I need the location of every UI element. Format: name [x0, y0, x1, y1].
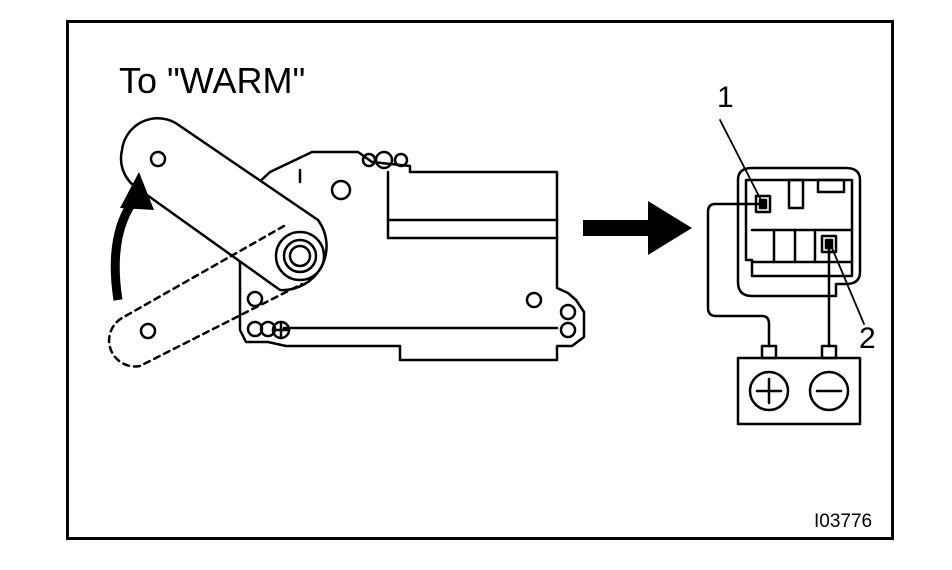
connector [736, 166, 862, 298]
battery-icon [736, 344, 862, 426]
diagram-title: To "WARM" [119, 60, 306, 101]
actuator-lever [119, 117, 328, 292]
direction-arrow-icon [583, 201, 692, 255]
actuator-lever-original-position [107, 224, 304, 368]
battery-positive-terminal [748, 370, 790, 412]
actuator-body [238, 150, 586, 362]
callout-label-2: 2 [859, 322, 876, 355]
diagram-frame [66, 20, 894, 540]
test-leads [706, 119, 865, 348]
battery-negative-terminal [808, 370, 850, 412]
document-id: I03776 [814, 511, 873, 532]
callout-label-1: 1 [717, 81, 734, 114]
rotate-arrow-icon [110, 172, 154, 301]
